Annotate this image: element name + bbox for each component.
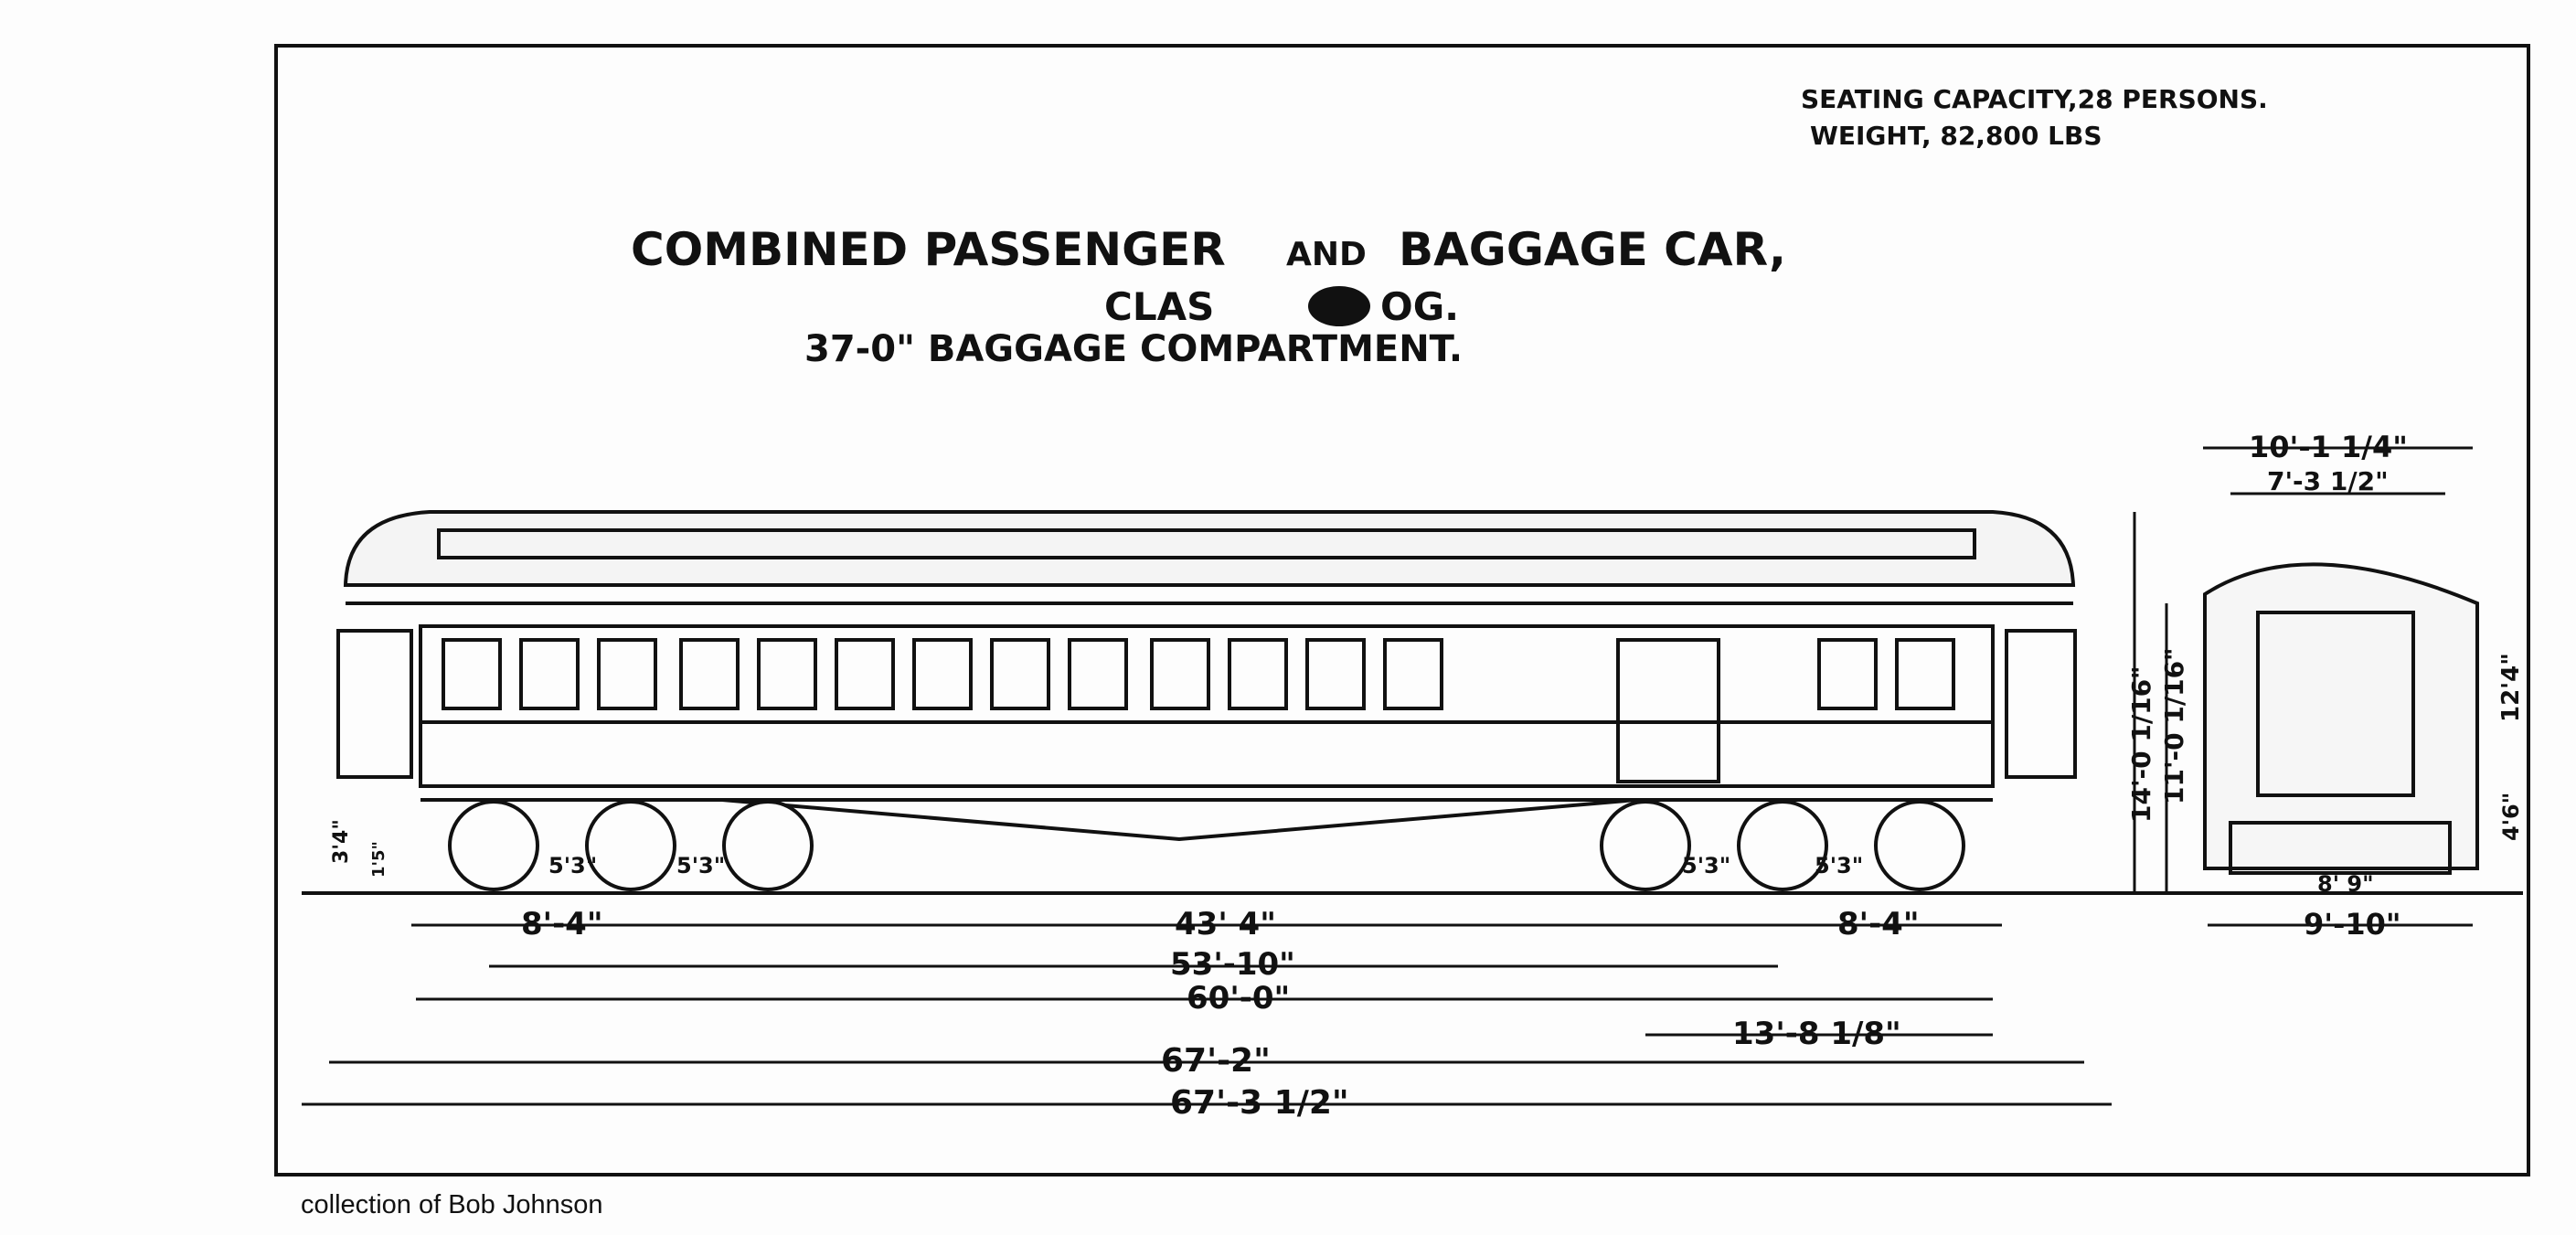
specs-block: SEATING CAPACITY,28 PERSONS. WEIGHT, 82,… — [1801, 84, 2268, 151]
title-line1a: COMBINED PASSENGER — [631, 223, 1226, 276]
dim-height-body: 11'-0 1/16" — [2159, 647, 2189, 804]
dim-coupler-height: 3'4" — [330, 819, 353, 864]
car-window — [442, 638, 502, 710]
seating-capacity: SEATING CAPACITY,28 PERSONS. — [1801, 84, 2268, 114]
car-side-elevation — [336, 510, 2077, 842]
end-door — [2256, 611, 2415, 797]
dim-end-width: 9'-10" — [2304, 907, 2401, 942]
dim-end-height: 12'4" — [2497, 653, 2525, 722]
dim-clerestory-width: 7'-3 1/2" — [2267, 466, 2389, 496]
truss-rod — [721, 798, 1637, 842]
wheel-1 — [448, 800, 539, 891]
wheels — [448, 800, 1965, 891]
title-block: COMBINED PASSENGER AND BAGGAGE CAR, CLAS… — [631, 223, 1786, 370]
car-window — [912, 638, 973, 710]
dim-centers: 43' 4" — [1175, 906, 1276, 942]
car-window — [1305, 638, 1366, 710]
ink-blot — [1308, 286, 1370, 326]
dim-wheelbase-d: 5'3" — [1815, 853, 1863, 878]
car-window — [835, 638, 895, 710]
title-line3: 37-0" BAGGAGE COMPARTMENT. — [804, 328, 1463, 370]
title-line2: CLAS — [1104, 284, 1214, 329]
car-window — [519, 638, 580, 710]
wheel-3 — [722, 800, 814, 891]
dim-height-total: 14'-0 1/16" — [2126, 665, 2156, 823]
side-door — [1616, 638, 1720, 783]
dim-step-height: 1'5" — [369, 841, 389, 878]
dim-end-lower: 4'6" — [2498, 793, 2524, 841]
car-window — [1150, 638, 1210, 710]
dim-over-platforms: 67'-2" — [1161, 1042, 1271, 1080]
dim-truck-right: 8'-4" — [1837, 906, 1920, 942]
end-body — [2203, 562, 2479, 870]
dim-over-trucks: 53'-10" — [1170, 946, 1295, 983]
car-window — [1383, 638, 1443, 710]
dim-wheelbase-c: 5'3" — [1682, 853, 1730, 878]
car-window — [1228, 638, 1288, 710]
car-window — [990, 638, 1050, 710]
drawing-frame — [274, 44, 2530, 1176]
dim-wheelbase-a: 5'3" — [548, 853, 597, 878]
car-window — [1068, 638, 1128, 710]
dimension-lines — [302, 446, 2473, 1106]
weight: WEIGHT, 82,800 LBS — [1810, 121, 2102, 151]
title-line1c: BAGGAGE CAR, — [1399, 223, 1786, 276]
right-end-platform — [2005, 629, 2077, 779]
end-truck — [2229, 821, 2452, 875]
clerestory — [437, 528, 1976, 559]
car-window — [679, 638, 740, 710]
dim-truck-left: 8'-4" — [521, 906, 603, 942]
title-line2b: OG. — [1380, 284, 1459, 329]
car-window — [757, 638, 817, 710]
wheel-6 — [1874, 800, 1965, 891]
car-window — [597, 638, 657, 710]
dimension-labels: 8'-4" 43' 4" 8'-4" 53'-10" 60'-0" 13'-8 … — [330, 430, 2525, 1122]
wheel-4 — [1600, 800, 1691, 891]
wheel-5 — [1737, 800, 1828, 891]
car-window — [1817, 638, 1878, 710]
wheel-2 — [585, 800, 676, 891]
roof — [343, 510, 2076, 587]
car-body — [419, 624, 1995, 788]
dim-wheelbase-b: 5'3" — [676, 853, 725, 878]
credit-caption: collection of Bob Johnson — [301, 1190, 603, 1219]
left-end-platform — [336, 629, 413, 779]
dim-body: 60'-0" — [1187, 980, 1290, 1017]
window-row — [442, 638, 1955, 710]
dim-overall: 67'-3 1/2" — [1170, 1084, 1349, 1122]
dim-roof-width: 10'-1 1/4" — [2249, 430, 2408, 464]
title-line1b: AND — [1286, 236, 1367, 273]
dim-track-gauge: 8' 9" — [2317, 871, 2374, 897]
car-window — [1895, 638, 1955, 710]
dim-baggage: 13'-8 1/8" — [1732, 1016, 1901, 1052]
car-end-elevation — [2203, 562, 2479, 875]
